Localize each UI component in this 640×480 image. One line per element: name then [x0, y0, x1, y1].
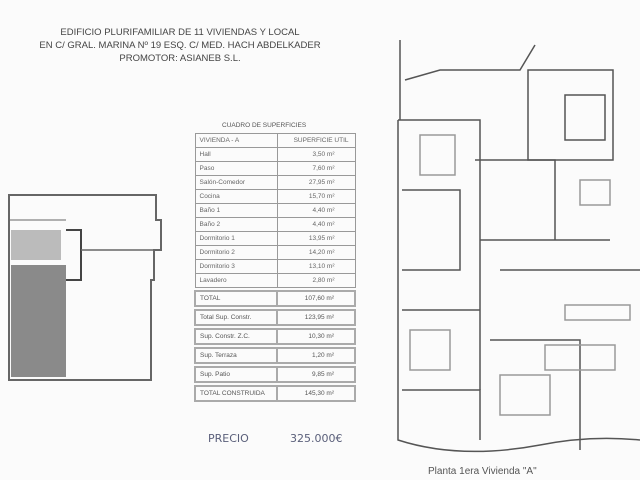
- col-header: SUPERFICIE UTIL: [276, 133, 356, 148]
- plan-caption: Planta 1era Vivienda "A": [428, 466, 537, 477]
- cell-name: Paso: [194, 161, 278, 176]
- cell-value: 27,95 m²: [276, 175, 356, 190]
- cell-value: 145,30 m²: [276, 385, 356, 402]
- cell-name: Dormitorio 1: [194, 231, 278, 246]
- cell-value: 107,60 m²: [276, 290, 356, 307]
- cell-name: Total Sup. Constr.: [194, 309, 278, 326]
- table-row: Sup. Constr. Z.C.10,30 m²: [194, 328, 356, 345]
- handwritten-price: 325.000€: [290, 432, 343, 445]
- handwritten-price-label: PRECIO: [208, 432, 249, 445]
- cell-name: Sup. Constr. Z.C.: [194, 328, 278, 345]
- cell-value: 13,95 m²: [276, 231, 356, 246]
- table-caption: CUADRO DE SUPERFICIES: [222, 122, 307, 129]
- table-row: Total Sup. Constr.123,95 m²: [194, 309, 356, 326]
- site-plan: [8, 194, 162, 381]
- header-line: EN C/ GRAL. MARINA Nº 19 ESQ. C/ MED. HA…: [39, 40, 321, 51]
- cell-value: 10,30 m²: [276, 328, 356, 345]
- cell-value: 7,60 m²: [276, 161, 356, 176]
- header-line: EDIFICIO PLURIFAMILIAR DE 11 VIVIENDAS Y…: [60, 27, 300, 38]
- cell-name: Lavadero: [194, 273, 278, 288]
- cell-name: TOTAL CONSTRUIDA: [194, 385, 278, 402]
- cell-name: TOTAL: [194, 290, 278, 307]
- document-header: EDIFICIO PLURIFAMILIAR DE 11 VIVIENDAS Y…: [0, 26, 360, 65]
- cell-name: Baño 1: [194, 203, 278, 218]
- cell-value: 4,40 m²: [276, 217, 356, 232]
- cell-name: Hall: [194, 147, 278, 162]
- cell-name: Dormitorio 3: [194, 259, 278, 274]
- cell-name: Baño 2: [194, 217, 278, 232]
- cell-value: 13,10 m²: [276, 259, 356, 274]
- cell-value: 3,50 m²: [276, 147, 356, 162]
- floor-plan: [397, 40, 640, 453]
- cell-value: 4,40 m²: [276, 203, 356, 218]
- cell-value: 9,85 m²: [276, 366, 356, 383]
- cell-value: 14,20 m²: [276, 245, 356, 260]
- cell-value: 123,95 m²: [276, 309, 356, 326]
- cell-name: Sup. Patio: [194, 366, 278, 383]
- cell-name: Sup. Terraza: [194, 347, 278, 364]
- cell-name: Dormitorio 2: [194, 245, 278, 260]
- cell-name: Salón-Comedor: [194, 175, 278, 190]
- cell-value: 2,80 m²: [276, 273, 356, 288]
- cell-value: 15,70 m²: [276, 189, 356, 204]
- col-header: VIVIENDA - A: [194, 133, 278, 148]
- header-line: PROMOTOR: ASIANEB S.L.: [119, 53, 241, 64]
- cell-value: 1,20 m²: [276, 347, 356, 364]
- cell-name: Cocina: [194, 189, 278, 204]
